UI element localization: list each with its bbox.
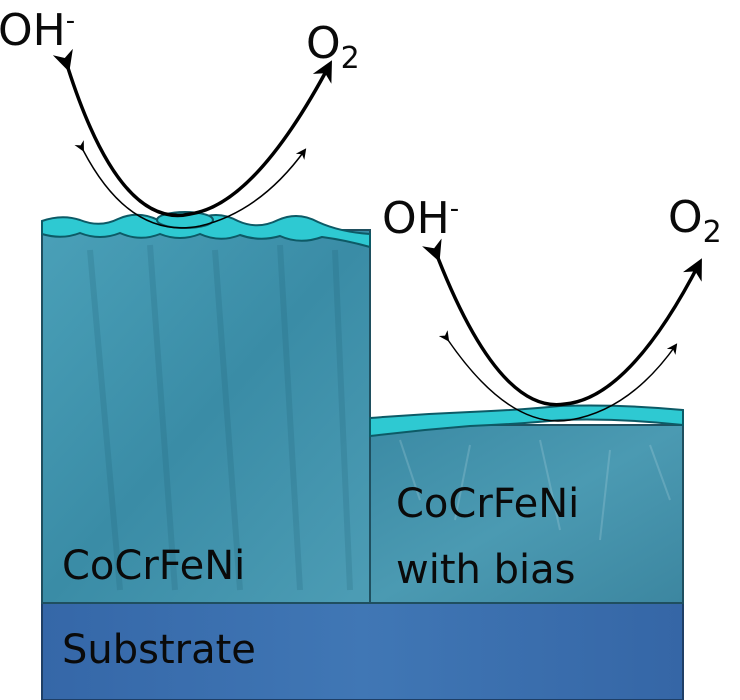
- left-surface-layer: [41, 213, 371, 249]
- left-thin-arrow: [74, 140, 307, 229]
- right-surface-layer: [369, 404, 684, 438]
- right-film-label-line1: CoCrFeNi: [396, 481, 580, 527]
- left-reactant-label: OH-: [0, 5, 76, 56]
- left-film-label: CoCrFeNi: [62, 543, 246, 589]
- right-film-texture: [399, 439, 671, 541]
- right-product-label: O2: [668, 192, 722, 250]
- right-film-label-line2: with bias: [396, 547, 576, 593]
- right-reactant-label: OH-: [382, 193, 460, 244]
- right-film-block: [369, 424, 684, 604]
- left-thick-arrow: [52, 48, 332, 218]
- left-film-texture: [87, 244, 353, 591]
- right-thick-arrow: [422, 238, 702, 407]
- substrate-layer: [41, 602, 684, 700]
- right-thin-arrow: [438, 330, 678, 422]
- substrate-label: Substrate: [62, 627, 256, 673]
- left-film-block: [41, 229, 371, 604]
- left-product-label: O2: [306, 18, 360, 76]
